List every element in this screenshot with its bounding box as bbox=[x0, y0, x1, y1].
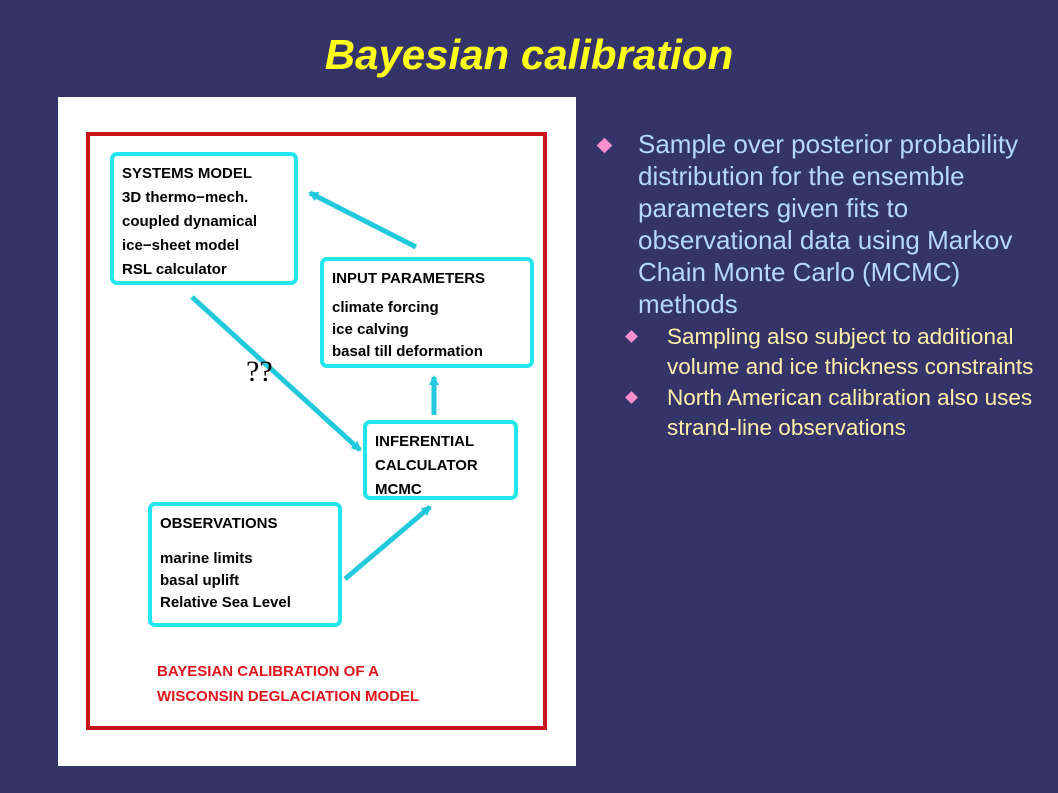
caption-line: BAYESIAN CALIBRATION OF A bbox=[157, 663, 379, 680]
sub-bullet-text: North American calibration also uses str… bbox=[667, 385, 1033, 440]
sub-bullet: North American calibration also uses str… bbox=[624, 383, 1046, 442]
arrow-observations-to-inferential bbox=[343, 505, 432, 581]
observations-heading: OBSERVATIONS bbox=[160, 515, 278, 532]
observations-line: basal uplift bbox=[160, 572, 240, 589]
sub-bullet-text: Sampling also subject to additional volu… bbox=[667, 324, 1034, 379]
diagram-caption: BAYESIAN CALIBRATION OF A WISCONSIN DEGL… bbox=[157, 659, 419, 709]
diamond-bullet-icon bbox=[625, 391, 638, 404]
inferential-calculator-line: MCMC bbox=[375, 481, 422, 498]
sub-bullet: Sampling also subject to additional volu… bbox=[624, 322, 1046, 381]
diagram-frame bbox=[86, 132, 547, 730]
systems-model-box: SYSTEMS MODEL 3D thermo−mech. coupled dy… bbox=[110, 152, 298, 285]
systems-model-line: ice−sheet model bbox=[122, 237, 240, 254]
caption-line: WISCONSIN DEGLACIATION MODEL bbox=[157, 688, 420, 705]
systems-model-line: coupled dynamical bbox=[122, 213, 258, 230]
inferential-calculator-line: CALCULATOR bbox=[375, 457, 478, 474]
diagram-figure: SYSTEMS MODEL 3D thermo−mech. coupled dy… bbox=[58, 97, 576, 766]
input-parameters-line: climate forcing bbox=[332, 299, 439, 316]
slide-title: Bayesian calibration bbox=[324, 31, 734, 78]
inferential-calculator-box: INFERENTIAL CALCULATOR MCMC bbox=[363, 420, 518, 500]
main-bullet: Sample over posterior probability distri… bbox=[596, 128, 1046, 320]
inferential-calculator-line: INFERENTIAL bbox=[375, 433, 475, 450]
observations-line: Relative Sea Level bbox=[160, 594, 291, 611]
systems-model-heading: SYSTEMS MODEL bbox=[122, 165, 253, 182]
question-marks-label: ?? bbox=[246, 355, 273, 388]
systems-model-line: 3D thermo−mech. bbox=[122, 189, 249, 206]
arrow-systems-to-inferential bbox=[190, 295, 362, 452]
input-parameters-heading: INPUT PARAMETERS bbox=[332, 270, 486, 287]
arrow-input-to-systems bbox=[308, 190, 418, 250]
input-parameters-line: ice calving bbox=[332, 321, 409, 338]
systems-model-line: RSL calculator bbox=[122, 261, 227, 278]
diamond-bullet-icon bbox=[596, 137, 613, 154]
diamond-bullet-icon bbox=[625, 330, 638, 343]
main-bullet-text: Sample over posterior probability distri… bbox=[638, 129, 1019, 319]
observations-box: OBSERVATIONS marine limits basal uplift … bbox=[148, 502, 342, 627]
input-parameters-box: INPUT PARAMETERS climate forcing ice cal… bbox=[320, 257, 534, 368]
bullet-list: Sample over posterior probability distri… bbox=[596, 128, 1046, 442]
input-parameters-line: basal till deformation bbox=[332, 343, 483, 360]
diagram-svg bbox=[86, 132, 547, 730]
observations-line: marine limits bbox=[160, 550, 253, 567]
